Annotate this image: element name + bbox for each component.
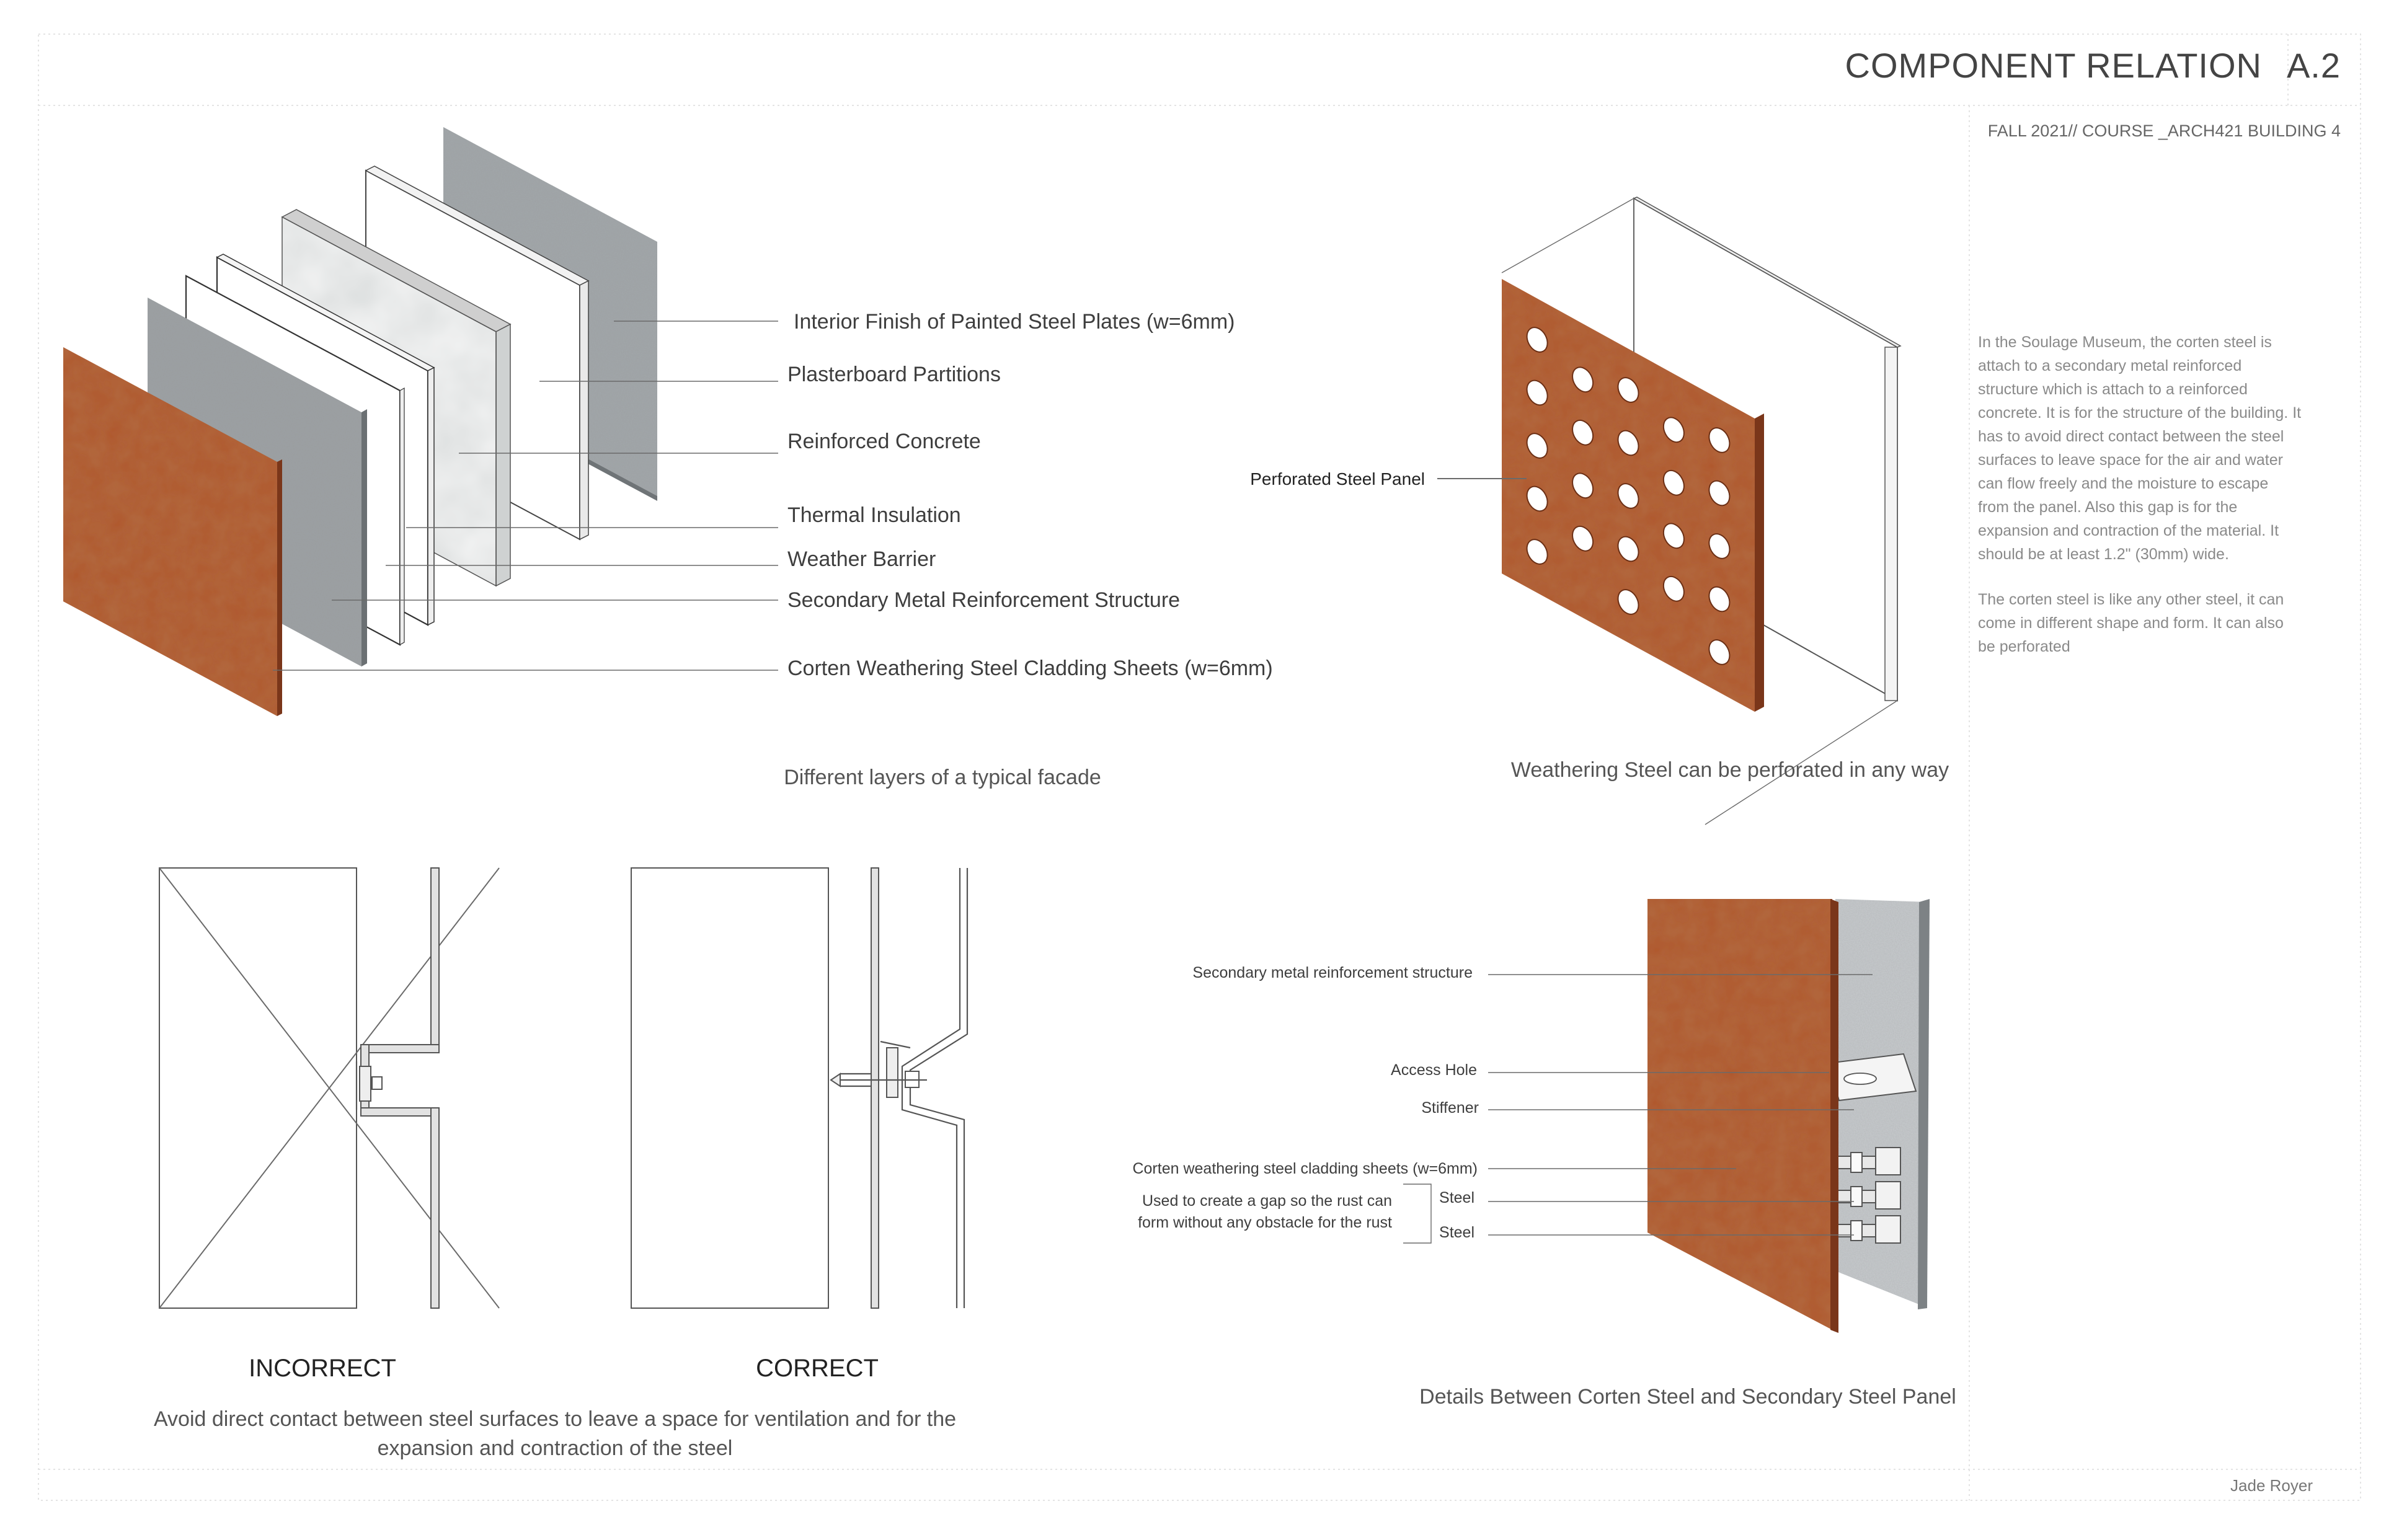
correct-joint-diagram: CORRECT [631, 867, 969, 1382]
description-line: from the panel. Also this gap is for the [1978, 498, 2237, 516]
perforation-hole [1617, 430, 1639, 456]
perforation-hole [1708, 480, 1731, 507]
facade-layers-diagram: Interior Finish of Painted Steel Plates … [63, 127, 1273, 789]
description-line: has to avoid direct contact between the … [1978, 428, 2284, 445]
perforation-hole [1526, 433, 1548, 459]
steel-spacer [1836, 1147, 1901, 1175]
label-gap-note-1: Used to create a gap so the rust can [1142, 1192, 1392, 1210]
description-line: structure which is attach to a reinforce… [1978, 381, 2248, 398]
perforation-hole [1572, 525, 1594, 552]
caption-layers: Different layers of a typical facade [784, 766, 1101, 789]
label-incorrect: INCORRECT [249, 1355, 396, 1382]
perforation-hole [1708, 639, 1731, 665]
label-access-hole: Access Hole [1391, 1061, 1477, 1079]
caption-joint-line-2: expansion and contraction of the steel [378, 1436, 733, 1460]
perforation-hole [1572, 472, 1594, 499]
perforation-hole [1662, 469, 1685, 496]
perforation-hole [1526, 327, 1548, 353]
caption-detail: Details Between Corten Steel and Seconda… [1419, 1385, 1956, 1409]
caption-joint-line-1: Avoid direct contact between steel surfa… [154, 1407, 956, 1431]
label-stiffener: Stiffener [1421, 1099, 1479, 1117]
description-paragraph-2: The corten steel is like any other steel… [1978, 591, 2284, 655]
label-steel-1: Steel [1439, 1189, 1474, 1206]
perforation-hole [1662, 417, 1685, 443]
perforation-hole [1708, 586, 1731, 613]
label-corten-cladding: Corten Weathering Steel Cladding Sheets … [787, 657, 1273, 680]
sheet-frame [38, 33, 2361, 1501]
description-line: should be at least 1.2" (30mm) wide. [1978, 546, 2229, 563]
description-paragraph-1: In the Soulage Museum, the corten steel … [1978, 334, 2301, 563]
perforation-hole [1708, 533, 1731, 559]
description-line: attach to a secondary metal reinforced [1978, 357, 2241, 374]
perforation-hole [1662, 575, 1685, 602]
perforation-hole [1617, 589, 1639, 615]
incorrect-joint-diagram: INCORRECT [159, 867, 500, 1382]
perforation-holes [1526, 327, 1731, 665]
secondary-steel-panel [1835, 899, 1928, 1307]
perforated-panel-diagram: Perforated Steel Panel Weathering Steel … [1250, 197, 1949, 825]
label-steel-2: Steel [1439, 1224, 1474, 1241]
author-name: Jade Royer [2230, 1476, 2313, 1495]
description-line: come in different shape and form. It can… [1978, 614, 2284, 632]
perforation-hole [1526, 485, 1548, 512]
description-line: The corten steel is like any other steel… [1978, 591, 2284, 608]
layer-corten-cladding [63, 347, 277, 716]
perforation-hole [1572, 366, 1594, 393]
perforation-hole [1617, 377, 1639, 403]
perforation-hole [1572, 419, 1594, 446]
perforation-hole [1617, 483, 1639, 509]
label-secondary-metal: Secondary Metal Reinforcement Structure [787, 588, 1180, 612]
label-weather-barrier: Weather Barrier [787, 547, 936, 571]
caption-perforated: Weathering Steel can be perforated in an… [1511, 758, 1949, 782]
description-line: expansion and contraction of the materia… [1978, 522, 2279, 539]
description-line: can flow freely and the moisture to esca… [1978, 475, 2268, 492]
page-title: COMPONENT RELATION [1845, 46, 2262, 85]
steel-spacers [1836, 1147, 1901, 1244]
sheet-number: A.2 [2287, 46, 2341, 85]
label-thermal-insulation: Thermal Insulation [787, 503, 961, 527]
description-line: concrete. It is for the structure of the… [1978, 404, 2301, 422]
steel-spacer [1836, 1215, 1901, 1244]
perforation-hole [1617, 536, 1639, 562]
label-secondary-structure: Secondary metal reinforcement structure [1192, 964, 1473, 981]
label-detail-cladding: Corten weathering steel cladding sheets … [1132, 1160, 1478, 1177]
description-line: be perforated [1978, 638, 2070, 655]
label-interior-finish: Interior Finish of Painted Steel Plates … [794, 310, 1235, 334]
label-reinforced-concrete: Reinforced Concrete [787, 430, 981, 453]
description-line: surfaces to leave space for the air and … [1978, 451, 2283, 469]
perforation-hole [1662, 523, 1685, 549]
label-perforated-panel: Perforated Steel Panel [1250, 469, 1425, 489]
description-text: In the Soulage Museum, the corten steel … [1978, 334, 2301, 655]
description-line: In the Soulage Museum, the corten steel … [1978, 334, 2272, 351]
corten-detail-diagram: Secondary metal reinforcement structure … [1132, 899, 1956, 1409]
label-plasterboard: Plasterboard Partitions [787, 363, 1001, 386]
detail-corten-sheet [1647, 899, 1832, 1330]
perforation-hole [1526, 539, 1548, 565]
label-correct: CORRECT [756, 1355, 879, 1382]
perforation-hole [1708, 427, 1731, 453]
label-gap-note-2: form without any obstacle for the rust [1138, 1214, 1392, 1231]
course-subtitle: FALL 2021// COURSE _ARCH421 BUILDING 4 [1988, 122, 2341, 140]
perforation-hole [1526, 379, 1548, 406]
